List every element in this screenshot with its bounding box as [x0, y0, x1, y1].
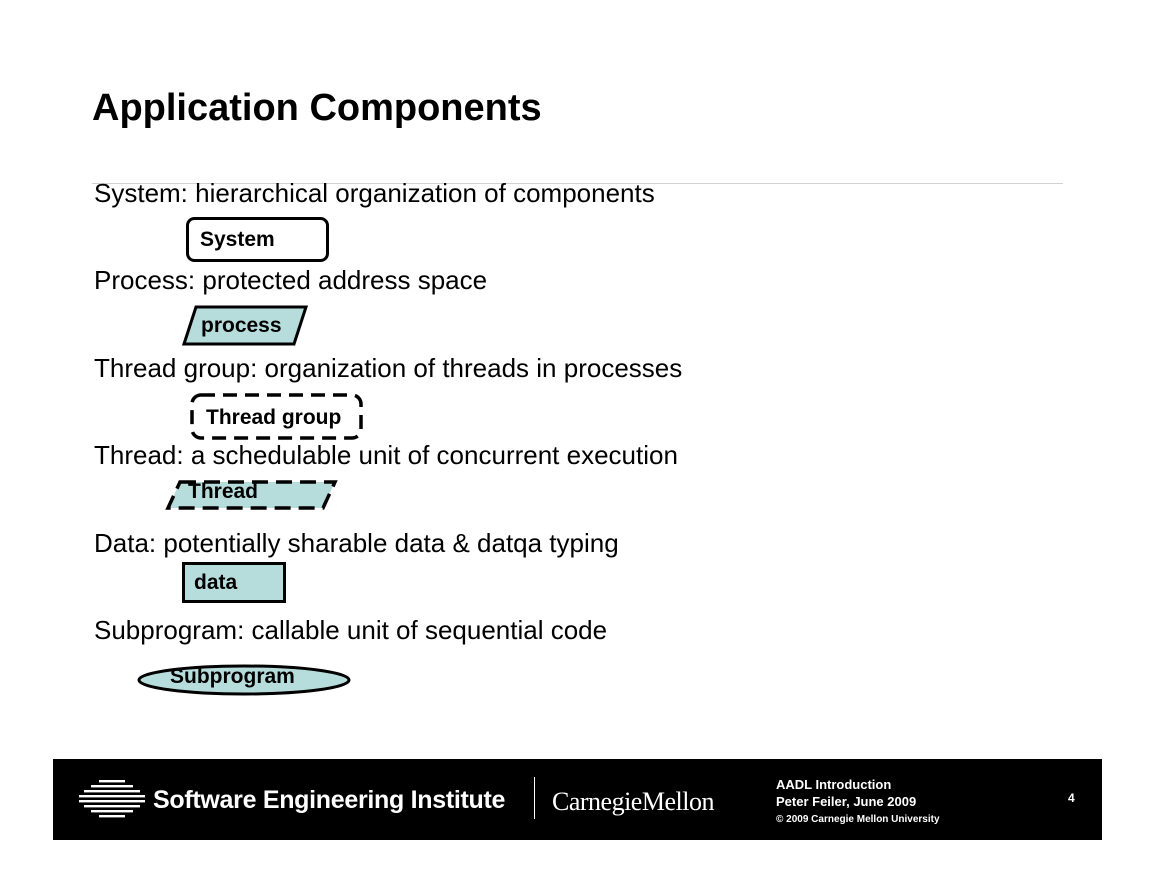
process-shape-outline	[181, 305, 309, 346]
system-description: System: hierarchical organization of com…	[94, 178, 655, 208]
data-shape-outline	[182, 562, 286, 603]
thread-description: Thread: a schedulable unit of concurrent…	[94, 440, 678, 470]
thread-shape: Thread	[165, 480, 338, 510]
system-shape-label: System	[200, 228, 275, 251]
presentation-title: AADL Introduction	[776, 777, 892, 792]
author-date: Peter Feiler, June 2009	[776, 794, 917, 809]
thread-group-shape: Thread group	[190, 393, 363, 440]
system-shape: System	[186, 217, 329, 262]
subprogram-description: Subprogram: callable unit of sequential …	[94, 615, 608, 645]
footer-info: AADL Introduction Peter Feiler, June 200…	[776, 776, 940, 828]
thread-group-description: Thread group: organization of threads in…	[94, 353, 683, 383]
subprogram-shape: Subprogram	[137, 664, 351, 696]
footer-bar: Software Engineering Institute CarnegieM…	[53, 759, 1102, 840]
system-shape-outline	[186, 217, 329, 262]
footer-divider	[534, 777, 535, 819]
process-shape: process	[181, 305, 309, 346]
process-shape-label: process	[201, 314, 282, 337]
thread-shape-label: Thread	[188, 480, 259, 503]
cmu-name: CarnegieMellon	[552, 787, 714, 816]
thread-group-shape-label: Thread group	[206, 406, 342, 429]
slide-title: Application Components	[92, 87, 542, 129]
page-number: 4	[1068, 791, 1075, 805]
data-shape-label: data	[194, 571, 238, 594]
sei-striped-globe-icon	[79, 780, 145, 818]
thread-shape-outline	[165, 480, 338, 510]
subprogram-shape-label: Subprogram	[170, 665, 295, 688]
sei-name: Software Engineering Institute	[153, 786, 506, 814]
subprogram-shape-outline	[137, 664, 351, 696]
data-shape: data	[182, 562, 286, 603]
process-description: Process: protected address space	[94, 265, 488, 295]
title-rule	[92, 183, 1063, 184]
data-description: Data: potentially sharable data & datqa …	[94, 528, 619, 558]
copyright: © 2009 Carnegie Mellon University	[776, 814, 940, 825]
thread-group-shape-outline	[190, 393, 363, 440]
